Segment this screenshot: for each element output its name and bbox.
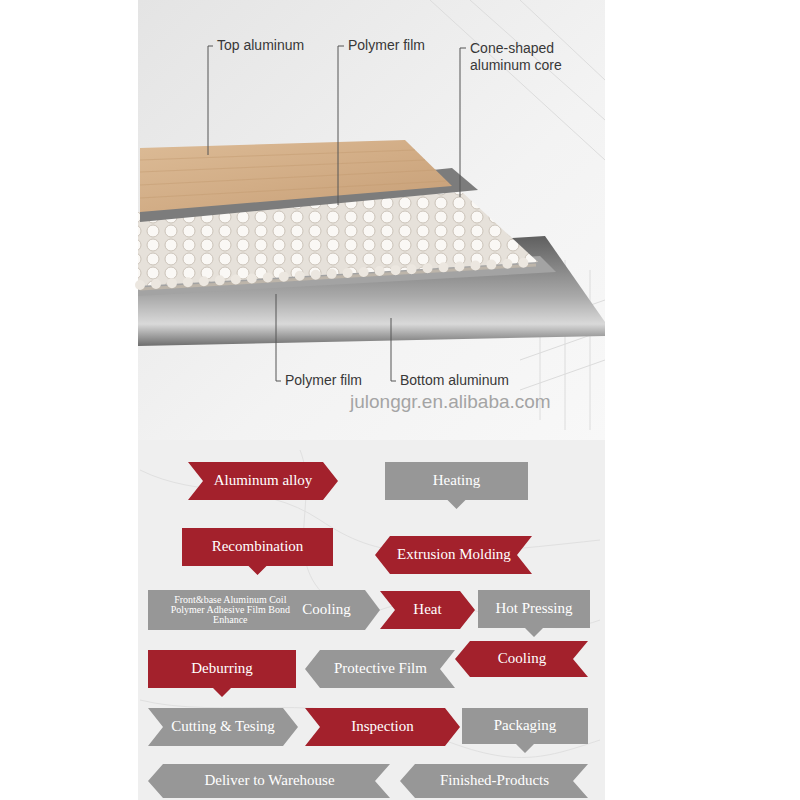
part-label: Polymer film — [285, 372, 362, 389]
step-label: Extrusion Molding — [397, 546, 511, 563]
part-label: Polymer film — [348, 37, 425, 54]
process-arrow: Protective Film — [305, 650, 455, 688]
step-label: Packaging — [494, 717, 556, 734]
arrow-content: Aluminum alloy — [206, 462, 320, 500]
arrow-content: Deburring — [154, 650, 290, 688]
core-cones-edge — [140, 262, 536, 285]
step-label: Deburring — [191, 660, 253, 677]
arrow-outline — [455, 641, 588, 677]
process-arrow: Hot Pressing — [478, 590, 590, 637]
process-arrow: Inspection — [305, 708, 460, 746]
step-label: Cooling — [498, 650, 546, 667]
material-note: Front&base Aluminum Coil Polymer Adhesiv… — [164, 595, 296, 626]
step-label: Protective Film — [334, 660, 427, 677]
process-arrow: Cutting & Tesing — [148, 708, 298, 746]
arrow-content: Finished-Products — [419, 764, 570, 798]
process-arrow: Heating — [385, 462, 528, 509]
process-arrow: Deburring — [148, 650, 296, 697]
process-arrow: Packaging — [462, 708, 588, 753]
step-label: Hot Pressing — [495, 600, 572, 617]
arrow-content: Heat — [398, 591, 457, 629]
watermark: julonggr.en.alibaba.com — [350, 391, 551, 414]
marble-background — [138, 440, 605, 800]
process-arrow: Aluminum alloy — [188, 462, 338, 500]
process-arrow: Recombination — [182, 528, 333, 575]
part-label: Cone-shaped aluminum core — [470, 40, 588, 74]
arrow-outline — [148, 764, 390, 798]
top-background — [138, 0, 605, 440]
arrow-content: Cutting & Tesing — [166, 708, 280, 746]
step-label: Cutting & Tesing — [171, 718, 275, 735]
leader-lines — [208, 46, 466, 381]
arrow-outline — [305, 650, 455, 688]
top-aluminum-sheet — [140, 140, 452, 212]
arrow-content: Inspection — [323, 708, 442, 746]
arrow-content: Hot Pressing — [484, 590, 584, 628]
arrow-outline — [385, 462, 528, 509]
step-label: Inspection — [351, 718, 413, 735]
arrow-content: Deliver to Warehouse — [167, 764, 372, 798]
arrow-content: Cooling — [474, 641, 570, 677]
process-arrow: Front&base Aluminum Coil Polymer Adhesiv… — [148, 590, 380, 630]
arrow-outline — [375, 536, 532, 574]
arrow-outline — [148, 650, 296, 697]
arrow-content: Recombination — [188, 528, 327, 566]
step-label: Heating — [433, 472, 480, 489]
arrow-outline — [400, 764, 588, 798]
arrow-outline — [478, 590, 590, 637]
arrow-outline — [462, 708, 588, 753]
step-label: Aluminum alloy — [214, 472, 313, 489]
arrow-content: Protective Film — [324, 650, 437, 688]
arrow-outline — [182, 528, 333, 575]
step-label: Deliver to Warehouse — [204, 772, 334, 789]
part-label: Bottom aluminum — [400, 372, 509, 389]
process-arrow: Extrusion Molding — [375, 536, 532, 574]
step-label: Heat — [413, 601, 441, 618]
arrow-outline — [380, 591, 475, 629]
arrow-outline — [148, 590, 380, 630]
step-label: Finished-Products — [440, 772, 549, 789]
step-label: Recombination — [212, 538, 304, 555]
arrow-outline — [148, 708, 298, 746]
step-label: Cooling — [302, 601, 350, 618]
process-arrow: Cooling — [455, 641, 588, 677]
process-arrow: Finished-Products — [400, 764, 588, 798]
wood-grain — [140, 150, 446, 198]
process-arrow: Heat — [380, 591, 475, 629]
part-label: Top aluminum — [217, 37, 304, 54]
process-arrow: Deliver to Warehouse — [148, 764, 390, 798]
arrow-content: Front&base Aluminum Coil Polymer Adhesiv… — [154, 590, 361, 630]
arrow-content: Packaging — [468, 708, 582, 744]
arrow-outline — [188, 462, 338, 500]
arrow-content: Heating — [391, 462, 522, 500]
arrow-outline — [305, 708, 460, 746]
marble-veins — [140, 450, 600, 758]
arrow-content: Extrusion Molding — [394, 536, 514, 574]
